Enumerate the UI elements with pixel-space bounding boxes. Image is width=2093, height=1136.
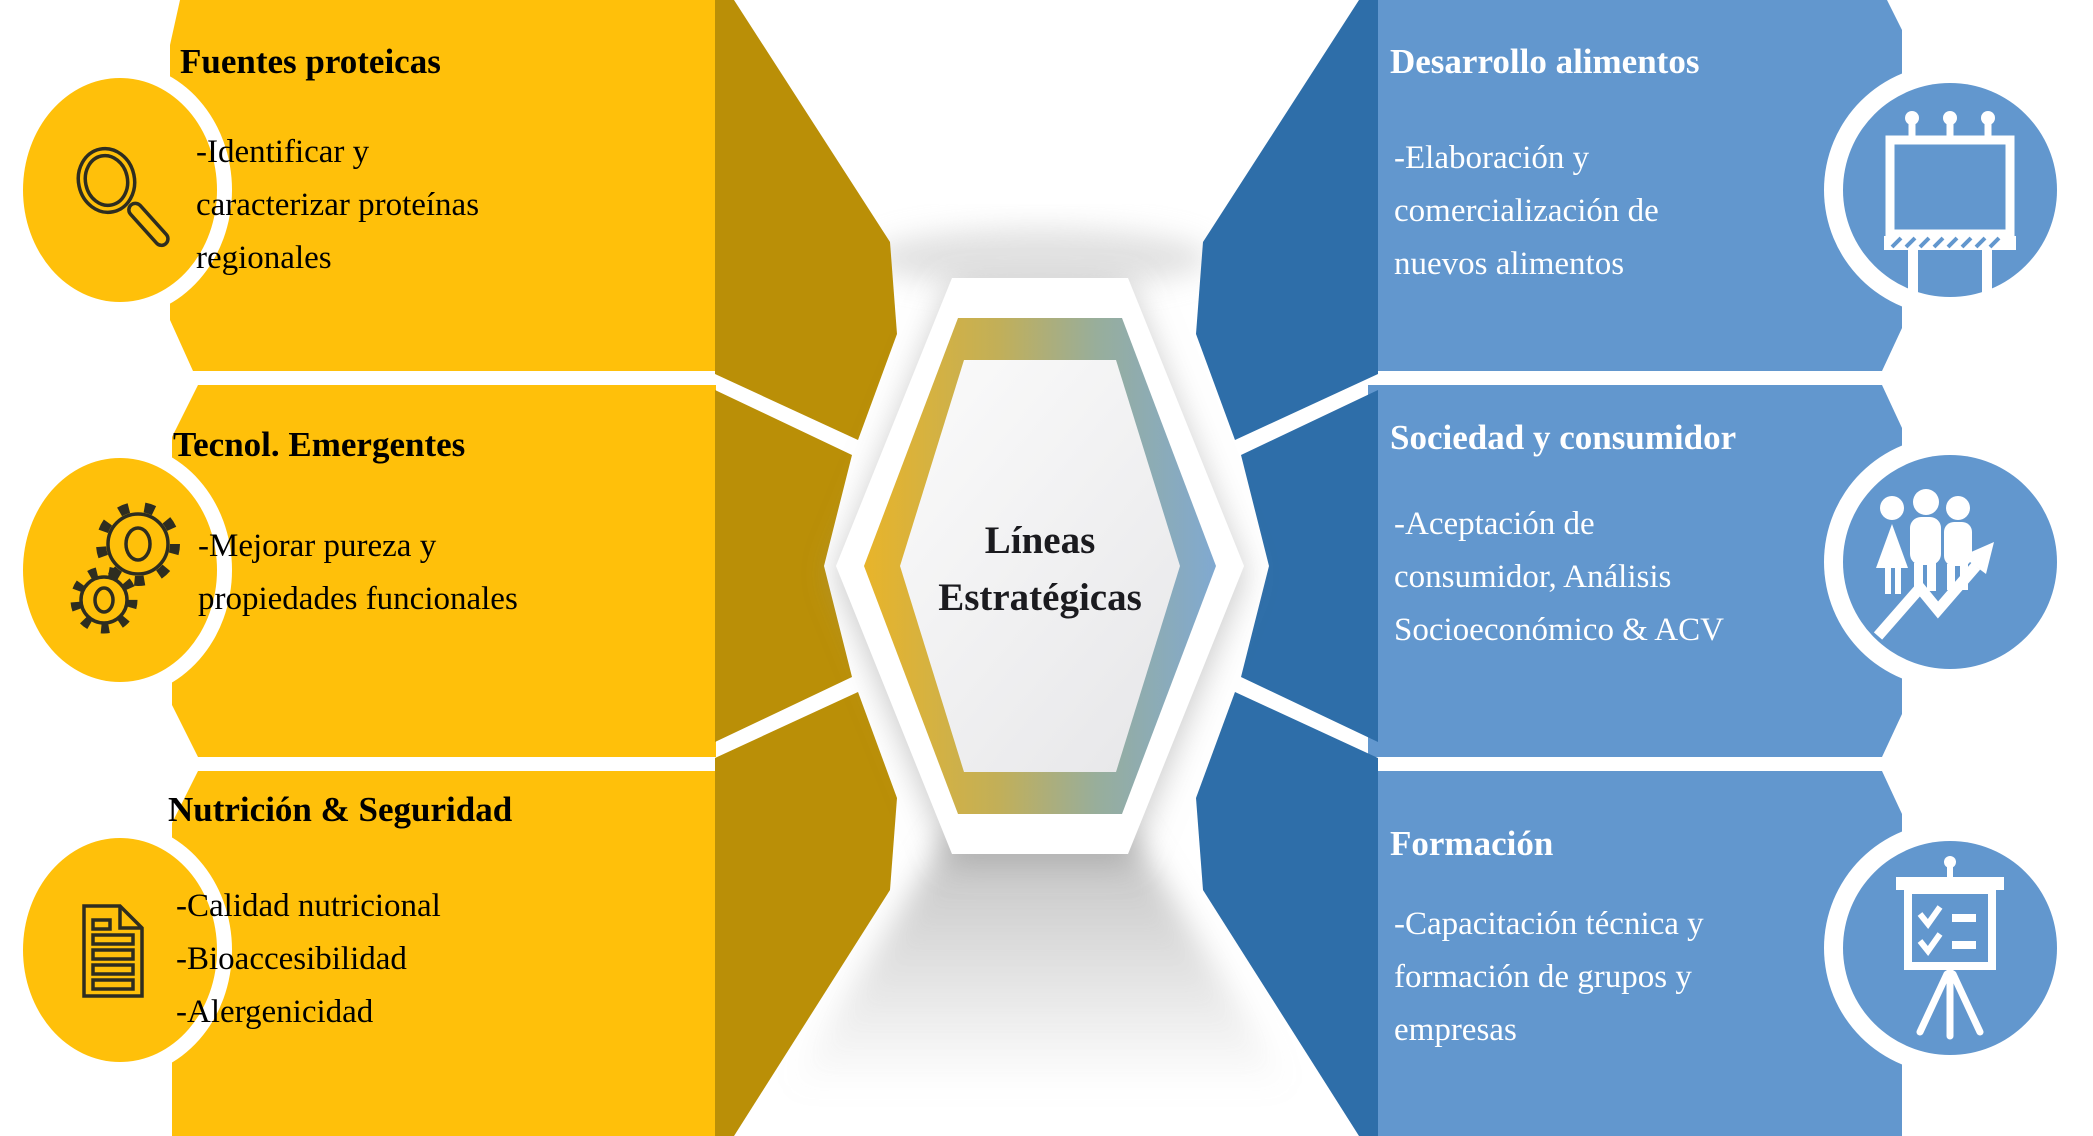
wedge-tecnol-emergentes: [715, 390, 852, 742]
banner-fuentes-proteicas: [170, 0, 716, 371]
hexagon-bottom-shadow: [760, 830, 1320, 1136]
panel-body-tecnol-emergentes: -Mejorar pureza y propiedades funcionale…: [198, 528, 518, 617]
panel-body-fuentes-proteicas: -Identificar y caracterizar proteínas re…: [196, 134, 480, 276]
medallion-tecnol-emergentes: [8, 443, 232, 697]
medallion-formacion: [1824, 822, 2076, 1074]
wedge-formacion: [1196, 692, 1378, 1136]
banner-desarrollo-alimentos: [1368, 0, 1902, 371]
medallion-face: [23, 78, 217, 302]
document-icon: [82, 904, 144, 998]
panel-title-tecnol-emergentes: Tecnol. Emergentes: [173, 425, 466, 464]
banner-formacion: [1368, 771, 1902, 1136]
panel-body-nutricion-seguridad: -Calidad nutricional -Bioaccesibilidad -…: [176, 888, 441, 1030]
wedge-sociedad-consumidor: [1241, 390, 1378, 742]
hexagon-center-label: Líneas Estratégicas: [938, 519, 1142, 619]
medallion-fuentes-proteicas: [8, 63, 232, 317]
medallion-nutricion-seguridad: [8, 823, 232, 1077]
people-growth-icon: [1873, 489, 1994, 640]
panel-body-formacion: -Capacitación técnica y formación de gru…: [1394, 906, 1704, 1048]
banner-sociedad-consumidor: [1368, 385, 1902, 757]
wedge-desarrollo-alimentos: [1196, 0, 1378, 440]
billboard-icon: [1884, 111, 2016, 312]
medallion-sociedad-consumidor: [1824, 436, 2076, 688]
panel-title-sociedad-consumidor: Sociedad y consumidor: [1390, 418, 1737, 457]
gears-icon: [70, 502, 180, 634]
wedge-nutricion-seguridad: [715, 692, 897, 1136]
wedge-fuentes-proteicas: [715, 0, 897, 440]
hexagon-inner-face: [900, 360, 1180, 772]
panel-title-formacion: Formación: [1390, 824, 1554, 863]
medallion-desarrollo-alimentos: [1824, 64, 2076, 316]
banner-tecnol-emergentes: [172, 385, 716, 757]
banner-nutricion-seguridad: [172, 771, 716, 1136]
panel-title-fuentes-proteicas: Fuentes proteicas: [180, 42, 441, 81]
panel-title-desarrollo-alimentos: Desarrollo alimentos: [1390, 42, 1700, 81]
presentation-easel-icon: [1896, 856, 2004, 1040]
panel-body-sociedad-consumidor: -Aceptación de consumidor, Análisis Soci…: [1394, 506, 1724, 648]
panel-title-nutricion-seguridad: Nutrición & Seguridad: [168, 790, 513, 829]
panel-body-desarrollo-alimentos: -Elaboración y comercialización de nuevo…: [1394, 140, 1659, 282]
hexagon-top-shadow: [870, 228, 1210, 288]
medallion-face: [1843, 841, 2057, 1055]
magnifier-icon: [76, 146, 170, 248]
